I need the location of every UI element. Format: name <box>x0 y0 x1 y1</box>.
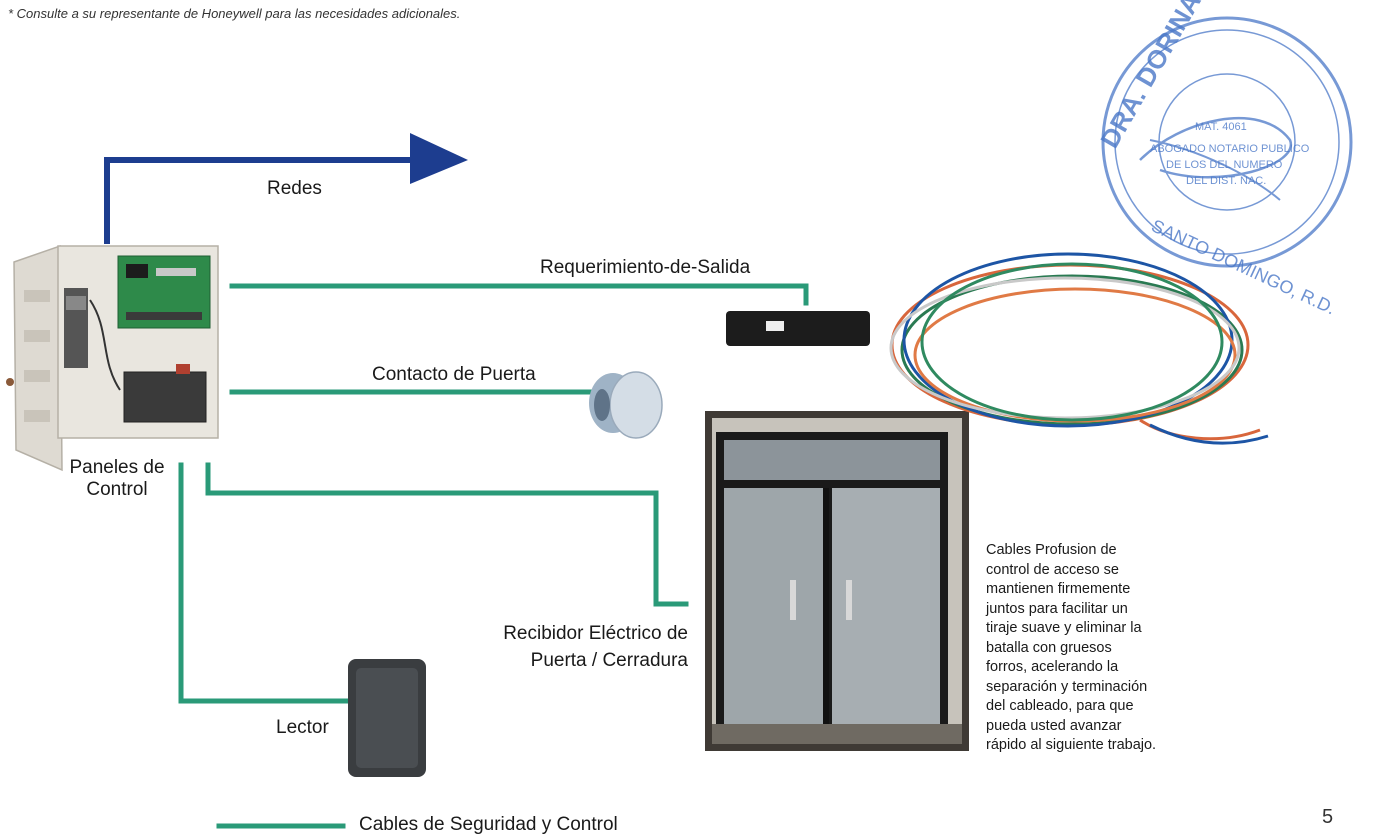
label-control-panels: Paneles de Control <box>44 457 190 501</box>
description-line: separación y terminación <box>986 678 1148 695</box>
label-redes: Redes <box>267 178 322 199</box>
stamp-center-line-3: DE LOS DEL NUMERO <box>1166 159 1283 171</box>
description-line: Cables Profusion de <box>986 542 1117 558</box>
stamp-center-line-2: ABOGADO NOTARIO PUBLICO <box>1150 143 1310 155</box>
description-line: juntos para facilitar un <box>986 600 1128 617</box>
description-line: del cableado, para que <box>986 698 1134 714</box>
legend-label: Cables de Seguridad y Control <box>359 814 618 835</box>
door-photo <box>705 411 969 751</box>
card-reader-device <box>348 659 426 777</box>
label-door-strike-line-2: Puerta / Cerradura <box>530 650 688 671</box>
label-door-strike: Recibidor Eléctrico de Puerta / Cerradur… <box>430 620 688 674</box>
description-text: Cables Profusion de control de acceso se… <box>986 541 1226 756</box>
description-line: tiraje suave y eliminar la <box>986 620 1142 636</box>
cable-door-strike <box>205 462 689 607</box>
description-line: mantienen firmemente <box>986 581 1131 597</box>
label-request-to-exit: Requerimiento-de-Salida <box>540 257 751 278</box>
page-number: 5 <box>1322 806 1334 828</box>
description-line: batalla con gruesos <box>986 639 1112 656</box>
network-arrow <box>104 133 468 244</box>
control-panel-image <box>6 244 219 472</box>
description-line: forros, acelerando la <box>986 659 1119 675</box>
label-reader: Lector <box>276 717 329 738</box>
stamp-center-line-4: DEL DIST. NAC. <box>1186 175 1266 187</box>
door-contact-device <box>589 371 663 439</box>
cable-reader <box>178 462 351 704</box>
label-control-panels-line-1: Paneles de <box>69 457 165 478</box>
description-line: control de acceso se <box>986 561 1119 578</box>
request-to-exit-device <box>726 311 870 346</box>
label-door-strike-line-1: Recibidor Eléctrico de <box>503 623 688 644</box>
description-line: pueda usted avanzar <box>986 717 1122 734</box>
cable-request-to-exit <box>229 283 809 306</box>
cable-coil-image <box>889 252 1269 445</box>
description-line: rápido al siguiente trabajo. <box>986 737 1157 753</box>
footnote: * Consulte a su representante de Honeywe… <box>8 6 461 21</box>
label-door-contact: Contacto de Puerta <box>372 364 536 385</box>
stamp-center-line-1: MAT. 4061 <box>1195 121 1247 133</box>
label-control-panels-line-2: Control <box>86 479 148 500</box>
notary-stamp <box>1101 16 1353 268</box>
